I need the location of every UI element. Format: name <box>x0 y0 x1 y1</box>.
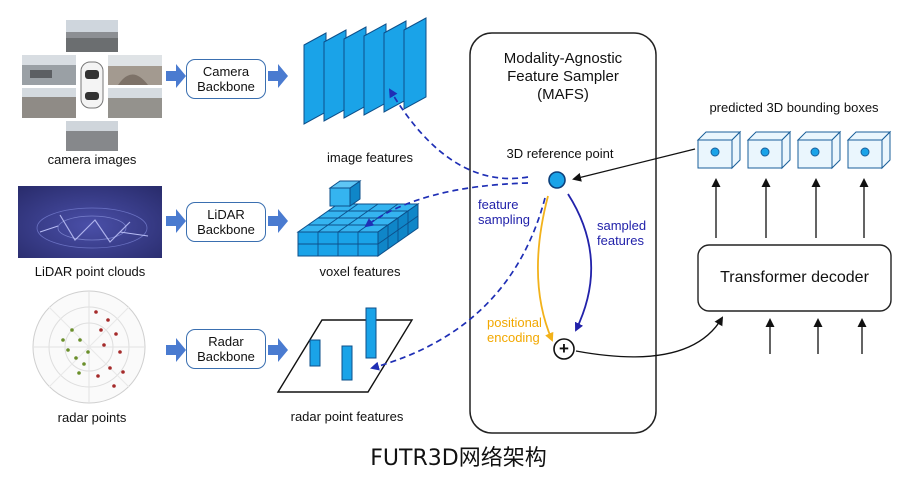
lidar-point-cloud-thumbnail <box>18 186 162 258</box>
decoder-input-arrow <box>575 316 724 358</box>
feature-sampling-arrows <box>364 88 546 371</box>
mafs-container <box>469 32 657 434</box>
positional-encoding-label: positional encoding <box>487 315 542 345</box>
radar-points-thumbnail <box>32 290 146 404</box>
feature-sampling-label: feature sampling <box>478 197 531 227</box>
query-arrow <box>572 148 696 182</box>
mafs-title: Modality-Agnostic Feature Sampler (MAFS) <box>503 50 623 103</box>
reference-point-label: 3D reference point <box>506 146 614 161</box>
decoder-output-arrows <box>711 178 869 238</box>
voxel-features-label: voxel features <box>319 264 401 279</box>
block-arrows <box>166 64 288 362</box>
plus-symbol: + <box>559 339 569 358</box>
image-feature-maps <box>303 17 427 125</box>
camera-images-label: camera images <box>47 152 137 167</box>
bounding-boxes-label: predicted 3D bounding boxes <box>709 100 879 115</box>
positional-encoding-arrow <box>537 195 554 342</box>
sampled-features-arrow <box>567 193 593 332</box>
radar-feature-plane <box>276 307 414 393</box>
sampled-features-label: sampled features <box>597 218 647 248</box>
reference-point-marker <box>548 171 566 189</box>
predicted-boxes <box>696 130 892 170</box>
sum-node <box>553 338 575 360</box>
radar-features-label: radar point features <box>290 409 404 424</box>
transformer-decoder-box <box>697 244 892 312</box>
camera-backbone-box: Camera Backbone <box>186 59 266 99</box>
decoder-query-inputs <box>765 318 867 354</box>
radar-points-label: radar points <box>57 410 127 425</box>
transformer-decoder-label: Transformer decoder <box>720 269 869 286</box>
image-features-label: image features <box>327 150 413 165</box>
voxel-feature-grid <box>296 180 420 257</box>
lidar-label: LiDAR point clouds <box>34 264 146 279</box>
lidar-backbone-box: LiDAR Backbone <box>186 202 266 242</box>
radar-backbone-box: Radar Backbone <box>186 329 266 369</box>
camera-images-thumbnail <box>22 20 162 151</box>
figure-caption: FUTR3D网络架构 <box>370 446 547 471</box>
